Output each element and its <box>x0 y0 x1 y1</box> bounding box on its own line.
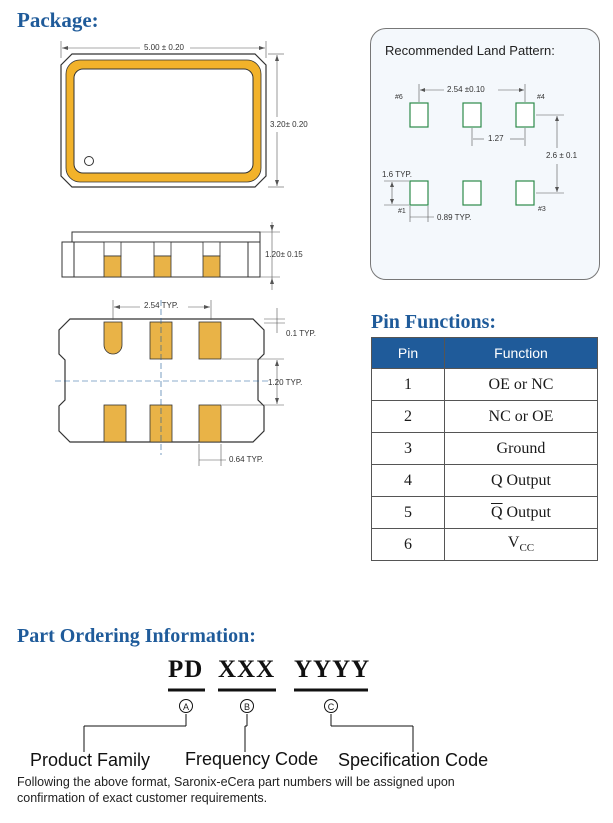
bottom-gap-dim: 0.1 TYP. <box>286 329 316 338</box>
land-pin1-label: #1 <box>398 208 406 215</box>
marker-b: B <box>240 699 254 713</box>
land-row-spacing-dim: 2.6 ± 0.1 <box>546 151 578 160</box>
pin-function: Q Output <box>444 496 598 529</box>
label-frequency-code: Frequency Code <box>185 749 319 769</box>
label-specification-code: Specification Code <box>338 750 489 770</box>
pin1-marker <box>84 156 94 166</box>
package-heading: Package: <box>17 8 99 32</box>
side-view <box>61 222 280 290</box>
land-half-pitch-dim: 1.27 <box>488 134 504 143</box>
function-column-header: Function <box>444 337 598 369</box>
bottom-pitch-dim: 2.54 TYP. <box>144 301 179 310</box>
bottom-view <box>55 300 285 466</box>
land-pattern-box <box>370 28 600 280</box>
vcc-base: V <box>507 534 520 552</box>
pin-function: VCC <box>444 528 598 561</box>
pin-column-header: Pin <box>371 337 445 369</box>
code-frequency: XXX <box>218 656 276 683</box>
vcc-subscript: CC <box>519 542 535 555</box>
land-pin6-label: #6 <box>395 94 403 101</box>
q-bar-output-label: Output <box>502 503 551 521</box>
ordering-heading: Part Ordering Information: <box>17 625 256 647</box>
ordering-note-line1: Following the above format, Saronix-eCer… <box>17 775 455 789</box>
pin-function: Ground <box>444 432 598 465</box>
land-pad-height-dim: 1.6 TYP. <box>382 170 412 179</box>
pin-function: OE or NC <box>444 368 598 401</box>
pin-number: 4 <box>371 464 445 497</box>
table-row: 1 OE or NC <box>371 368 598 401</box>
top-width-dim: 5.00 ± 0.20 <box>144 43 184 52</box>
pin-function: Q Output <box>444 464 598 497</box>
ordering-connectors <box>83 688 414 752</box>
table-row: 5 Q Output <box>371 496 598 529</box>
land-pattern-drawing <box>384 84 564 222</box>
table-row: 4 Q Output <box>371 464 598 497</box>
pin-number: 3 <box>371 432 445 465</box>
package-drawings <box>55 41 285 466</box>
bottom-pad-height-dim: 1.20 TYP. <box>268 378 303 387</box>
pin-number: 6 <box>371 528 445 561</box>
land-pattern-title: Recommended Land Pattern: <box>385 43 555 58</box>
pin-function: NC or OE <box>444 400 598 433</box>
pin-functions-table: Pin Function 1 OE or NC 2 NC or OE 3 Gro… <box>371 337 598 561</box>
top-view <box>60 41 284 188</box>
label-product-family: Product Family <box>30 750 151 770</box>
table-row: 3 Ground <box>371 432 598 465</box>
table-row: 6 VCC <box>371 528 598 561</box>
top-height-dim: 3.20± 0.20 <box>270 120 308 129</box>
pin-number: 2 <box>371 400 445 433</box>
q-bar-symbol: Q <box>490 503 503 521</box>
table-header-row: Pin Function <box>371 337 598 369</box>
pin-number: 5 <box>371 496 445 529</box>
side-height-dim: 1.20± 0.15 <box>265 250 303 259</box>
land-pin3-label: #3 <box>538 206 546 213</box>
pin-functions-heading: Pin Functions: <box>371 311 497 333</box>
marker-a: A <box>179 699 193 713</box>
code-family: PD <box>168 656 204 683</box>
bottom-pad-width-dim: 0.64 TYP. <box>229 455 264 464</box>
code-specification: YYYY <box>294 656 371 683</box>
land-pad-width-dim: 0.89 TYP. <box>437 213 472 222</box>
pin-number: 1 <box>371 368 445 401</box>
land-pitch-dim: 2.54 ±0.10 <box>447 85 485 94</box>
ordering-note-line2: confirmation of exact customer requireme… <box>17 791 268 805</box>
table-row: 2 NC or OE <box>371 400 598 433</box>
marker-c: C <box>324 699 338 713</box>
land-pin4-label: #4 <box>537 94 545 101</box>
